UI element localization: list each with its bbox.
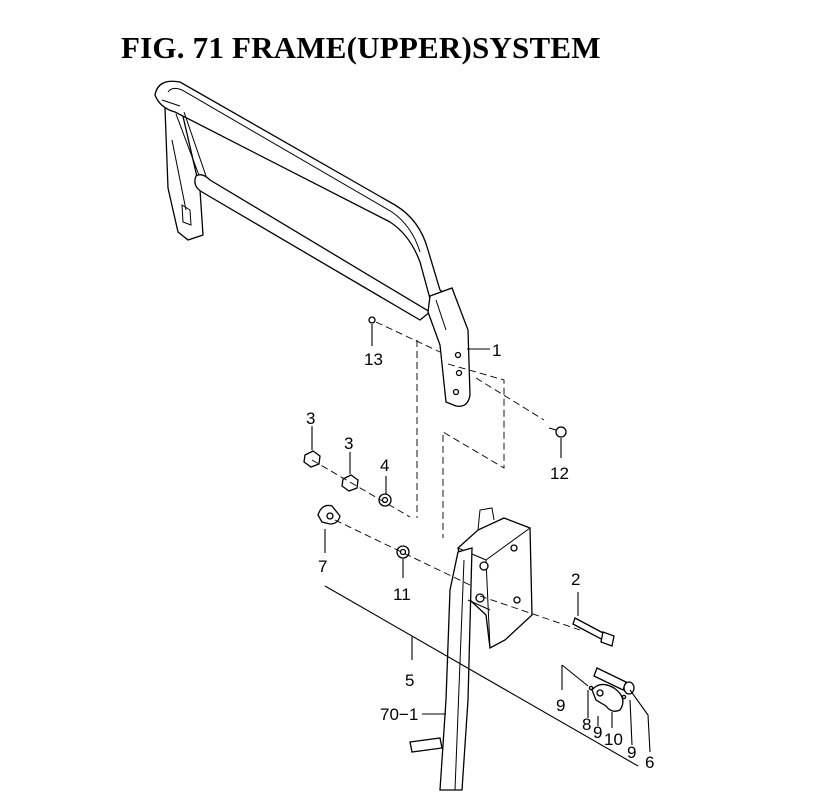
lower-frame-post	[409, 507, 533, 791]
callout-8: 8	[582, 715, 591, 734]
washer-11	[396, 545, 410, 559]
callout-9-c: 9	[627, 743, 636, 762]
bolt-2	[572, 617, 615, 647]
nut-3-left	[303, 450, 321, 468]
callout-3-right: 3	[344, 434, 353, 453]
callout-10: 10	[604, 730, 623, 749]
callout-1: 1	[492, 341, 501, 360]
upper-handle-frame	[154, 80, 471, 407]
callout-labels: 1 13 3 3 4 12 7 11 2 5 70−1 9 8 9 10 9 6	[306, 341, 654, 772]
callout-3-left: 3	[306, 409, 315, 428]
callout-2: 2	[571, 570, 580, 589]
nut-13	[368, 316, 376, 324]
lever-7	[317, 504, 341, 525]
callout-70-1: 70−1	[380, 705, 418, 724]
washer-4	[378, 493, 392, 507]
callout-9-a: 9	[556, 696, 565, 715]
callout-5: 5	[405, 671, 414, 690]
callout-13: 13	[364, 350, 383, 369]
callout-12: 12	[550, 464, 569, 483]
callout-9-b: 9	[593, 723, 602, 742]
assembly-lines	[311, 321, 581, 631]
callout-6: 6	[645, 753, 654, 772]
bolt-12	[548, 426, 567, 438]
leader-lines	[311, 324, 651, 767]
pin-6-assembly	[588, 667, 635, 712]
nut-3-right	[341, 474, 359, 492]
callout-7: 7	[318, 557, 327, 576]
callout-11: 11	[393, 585, 411, 604]
callout-4: 4	[380, 456, 389, 475]
figure-title: FIG. 71 FRAME(UPPER)SYSTEM	[121, 30, 601, 65]
